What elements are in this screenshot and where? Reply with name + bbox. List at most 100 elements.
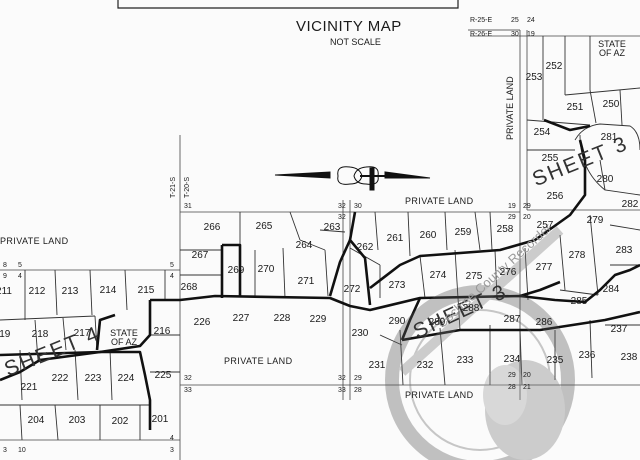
lot-number: 288 (462, 303, 480, 314)
section-lines (0, 30, 640, 460)
section-number: 4 (170, 273, 174, 280)
lot-number: 272 (343, 284, 361, 295)
lot-number: 265 (255, 221, 273, 232)
lot-number: 250 (602, 99, 620, 110)
state-of-az-label: STATE OF AZ (598, 39, 626, 58)
lot-number: 261 (386, 233, 404, 244)
lot-number: 204 (27, 415, 45, 426)
lot-number: 203 (68, 415, 86, 426)
township-label-t21: T-21-S (170, 176, 177, 198)
lot-number: 213 (61, 286, 79, 297)
section-number: 30 (511, 31, 519, 38)
lot-number: 255 (541, 153, 559, 164)
section-number: 20 (523, 214, 531, 221)
lot-number: 212 (28, 286, 46, 297)
section-number: 33 (338, 387, 346, 394)
lot-number: 221 (20, 382, 38, 393)
lot-number: 271 (297, 276, 315, 287)
lot-number: 217 (73, 328, 91, 339)
lot-number: 277 (535, 262, 553, 273)
private-land-label: PRIVATE LAND (224, 356, 293, 366)
section-number: 19 (527, 31, 535, 38)
lot-number: 279 (586, 215, 604, 226)
lot-number: 269 (227, 265, 245, 276)
lot-number: 286 (535, 317, 553, 328)
lot-number: 256 (546, 191, 564, 202)
lot-number: 238 (620, 352, 638, 363)
state-of-az-label: STATE OF AZ (110, 328, 138, 347)
section-number: 8 (3, 262, 7, 269)
lot-number: 257 (536, 220, 554, 231)
private-land-label: PRIVATE LAND (405, 390, 474, 400)
section-number: 33 (184, 387, 192, 394)
section-number: 28 (508, 384, 516, 391)
section-number: 32 (338, 375, 346, 382)
lot-number: 276 (499, 267, 517, 278)
lot-number: 234 (503, 354, 521, 365)
lot-number: 222 (51, 373, 69, 384)
lot-number: 236 (578, 350, 596, 361)
recorder-seal (385, 226, 575, 460)
section-number: 30 (354, 203, 362, 210)
section-number: 20 (523, 372, 531, 379)
lot-number: 270 (257, 264, 275, 275)
lot-number: 233 (456, 355, 474, 366)
section-number: 3 (170, 447, 174, 454)
lot-number: 232 (416, 360, 434, 371)
private-land-label: PRIVATE LAND (405, 196, 474, 206)
lot-number: 283 (615, 245, 633, 256)
section-number: 4 (18, 273, 22, 280)
lot-number: 224 (117, 373, 135, 384)
lot-number: 274 (429, 270, 447, 281)
section-number: 29 (523, 203, 531, 210)
lot-number: 251 (566, 102, 584, 113)
section-number: 19 (508, 203, 516, 210)
lot-number: 284 (602, 284, 620, 295)
lot-number: 268 (180, 282, 198, 293)
lot-lines (0, 36, 640, 441)
lot-number: 231 (368, 360, 386, 371)
lot-number: 229 (309, 314, 327, 325)
lot-number: 225 (154, 370, 172, 381)
section-number: 9 (3, 273, 7, 280)
lot-number: 252 (545, 61, 563, 72)
lot-number: 202 (111, 416, 129, 427)
lot-number: 287 (503, 314, 521, 325)
township-label-t20: T-20-S (184, 176, 191, 198)
lot-number: 237 (610, 324, 628, 335)
lot-number: 218 (31, 329, 49, 340)
lot-number: 211 (0, 286, 12, 297)
lot-number: 227 (232, 313, 250, 324)
section-number: 29 (354, 375, 362, 382)
lot-number: 281 (600, 132, 618, 143)
lot-number: 282 (621, 199, 639, 210)
section-number: 3 (3, 447, 7, 454)
section-number: 21 (523, 384, 531, 391)
lot-number: 201 (151, 414, 169, 425)
lot-number: 262 (356, 242, 374, 253)
lot-number: 278 (568, 250, 586, 261)
lot-number: 280 (596, 174, 614, 185)
lot-number: 273 (388, 280, 406, 291)
map-title: VICINITY MAP (296, 18, 402, 35)
section-number: 4 (170, 435, 174, 442)
section-number: 5 (18, 262, 22, 269)
lot-number: 226 (193, 317, 211, 328)
lot-number: 267 (191, 250, 209, 261)
lot-number: 289 (428, 317, 446, 328)
lot-number: 219 (0, 329, 11, 340)
section-number: 31 (184, 203, 192, 210)
section-number: 5 (170, 262, 174, 269)
section-number: 24 (527, 17, 535, 24)
section-number: 25 (511, 17, 519, 24)
roads (0, 118, 640, 430)
lot-number: 215 (137, 285, 155, 296)
lot-number: 290 (388, 316, 406, 327)
map-frame-top (117, 0, 459, 9)
lot-number: 223 (84, 373, 102, 384)
section-number: 10 (18, 447, 26, 454)
range-label-r25: R-25-E (470, 17, 493, 24)
lot-number: 214 (99, 285, 117, 296)
